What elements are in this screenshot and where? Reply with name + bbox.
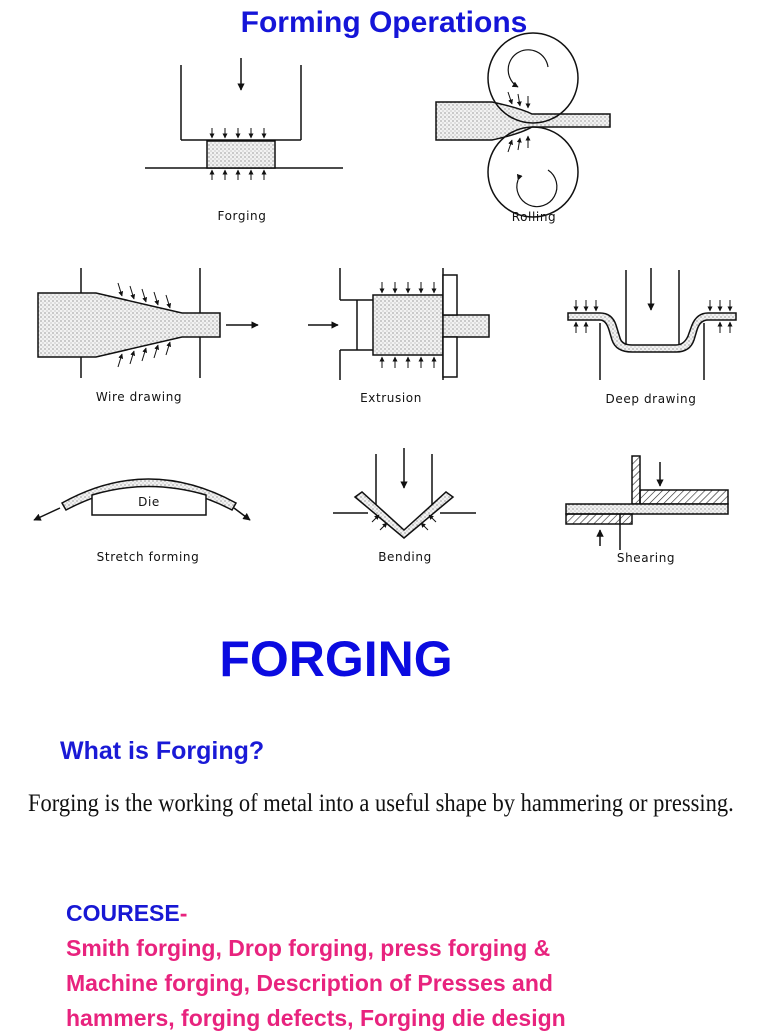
stretch-forming-diagram: [33, 478, 251, 521]
page-title: Forming Operations: [240, 6, 528, 39]
stretch-forming-label: Stretch forming: [97, 550, 200, 564]
forging-definition: Forging is the working of metal into a u…: [28, 790, 734, 817]
bending-diagram: [333, 448, 476, 539]
bending-label: Bending: [378, 550, 432, 564]
forging-label: Forging: [218, 209, 267, 223]
course-label: COURESE: [66, 900, 180, 926]
course-dash: -: [179, 900, 188, 926]
course-block: COURESE- Smith forging, Drop forging, pr…: [66, 896, 626, 1036]
section-title: FORGING: [219, 631, 453, 687]
course-text: Smith forging, Drop forging, press forgi…: [66, 935, 566, 1031]
shearing-label: Shearing: [617, 551, 675, 565]
rolling-label: Rolling: [512, 210, 557, 224]
wire-drawing-diagram: [37, 268, 259, 378]
rolling-diagram: [435, 32, 611, 218]
shearing-diagram: [565, 455, 729, 550]
forging-diagram: [145, 58, 343, 180]
deep-drawing-diagram: [567, 268, 737, 380]
wire-drawing-label: Wire drawing: [96, 390, 182, 404]
question-heading: What is Forging?: [60, 737, 265, 765]
die-label: Die: [138, 495, 160, 509]
extrusion-diagram: [308, 268, 490, 380]
deep-drawing-label: Deep drawing: [606, 392, 697, 406]
extrusion-label: Extrusion: [360, 391, 422, 405]
forming-operations-diagrams: Forging Rolling: [33, 32, 737, 565]
